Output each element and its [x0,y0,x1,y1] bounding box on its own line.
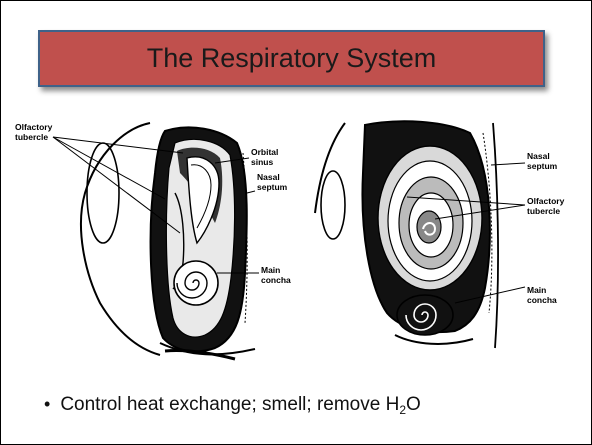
bullet-text-main: Control heat exchange; smell; remove H [60,394,399,415]
slide-title: The Respiratory System [147,43,437,74]
nasal-cavity-diagram: Olfactory tubercle Orbital sinus Nasal s… [15,113,583,361]
label-right-concha-line1: Main [527,285,546,295]
bullet-item: • Control heat exchange; smell; remove H… [44,394,421,417]
label-right-concha-line2: concha [527,295,557,305]
label-left-septum-line2: septum [257,182,288,192]
label-right-septum-line2: septum [527,161,558,171]
label-left-olfactory-line2: tubercle [15,132,48,142]
bullet-text-end: O [406,394,421,415]
label-left-concha-line1: Main [261,265,280,275]
bullet-subscript: 2 [399,403,406,417]
title-box: The Respiratory System [38,30,545,87]
label-right-septum-line1: Nasal [527,151,550,161]
bullet-text: Control heat exchange; smell; remove H2O [60,394,420,417]
label-left-orbital-line2: sinus [251,157,273,167]
label-left-septum-line1: Nasal [257,172,280,182]
label-right-olfactory-line2: tubercle [527,206,560,216]
left-nasal-section: Olfactory tubercle Orbital sinus Nasal s… [15,122,291,359]
label-right-olfactory-line1: Olfactory [527,196,565,206]
label-left-concha-line2: concha [261,275,291,285]
label-left-orbital-line1: Orbital [251,147,278,157]
label-left-olfactory-line1: Olfactory [15,122,53,132]
right-nasal-section: Nasal septum Olfactory tubercle Main con… [315,121,565,348]
bullet-dot: • [44,394,50,415]
